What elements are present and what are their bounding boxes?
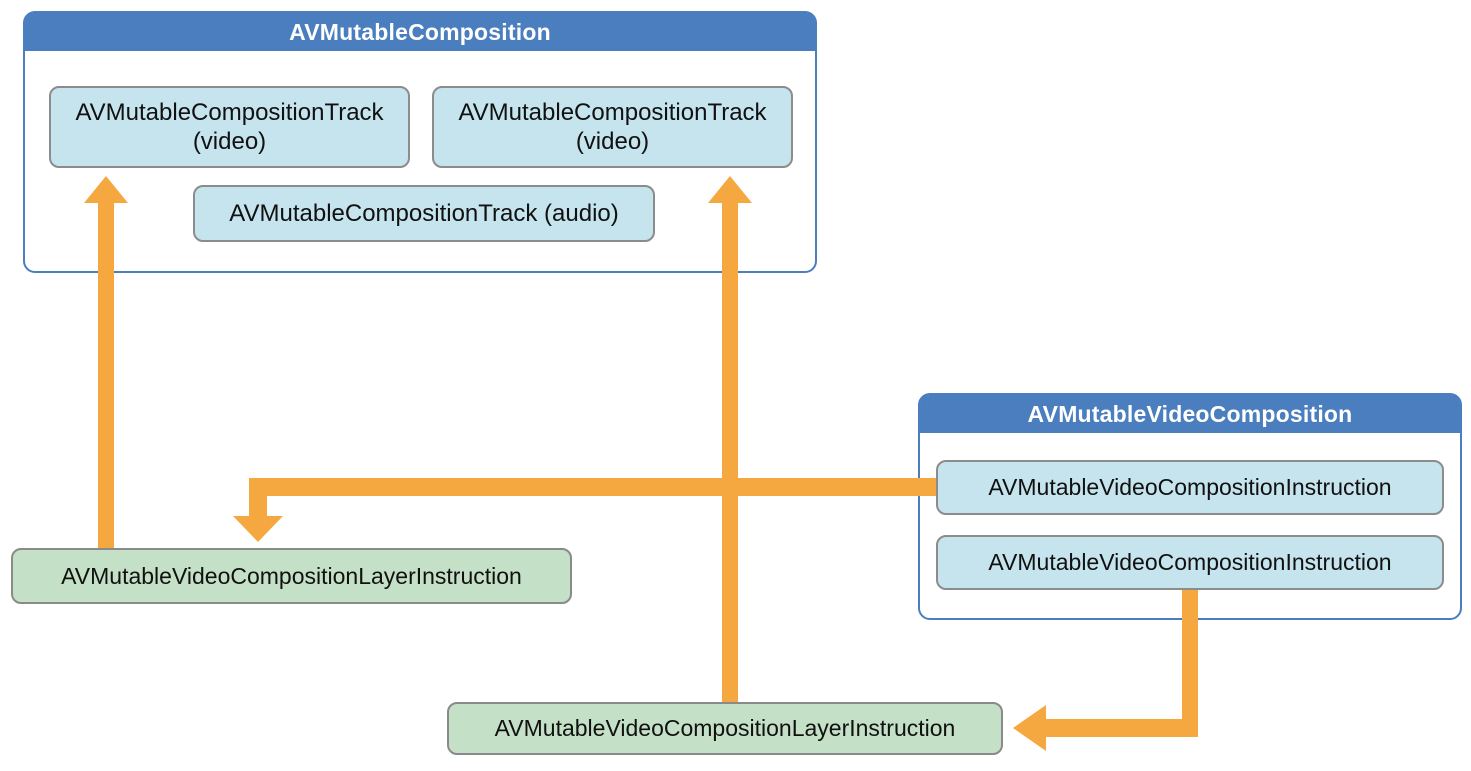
composition-track-video-2: AVMutableCompositionTrack (video)	[432, 86, 793, 168]
video-composition-instruction-2: AVMutableVideoCompositionInstruction	[936, 535, 1444, 590]
video-composition-instruction-1: AVMutableVideoCompositionInstruction	[936, 460, 1444, 515]
layer-instruction-label: AVMutableVideoCompositionLayerInstructio…	[494, 715, 956, 742]
track-sublabel: (video)	[575, 128, 650, 155]
arrow-instruction1-to-layerinstruction-icon	[233, 478, 936, 542]
track-label: AVMutableCompositionTrack (audio)	[229, 199, 619, 227]
track-label: AVMutableCompositionTrack	[458, 98, 767, 126]
avmutablecomposition-title: AVMutableComposition	[289, 18, 551, 45]
layer-instruction-bottom: AVMutableVideoCompositionLayerInstructio…	[447, 702, 1003, 755]
avmutablevideocomposition-container: AVMutableVideoComposition AVMutableVideo…	[918, 393, 1462, 620]
track-label: AVMutableCompositionTrack	[75, 98, 384, 126]
avmutablevideocomposition-title: AVMutableVideoComposition	[1027, 400, 1353, 427]
composition-track-video-1: AVMutableCompositionTrack (video)	[49, 86, 410, 168]
avmutablecomposition-container: AVMutableComposition AVMutableCompositio…	[23, 11, 817, 273]
avmutablevideocomposition-header: AVMutableVideoComposition	[920, 395, 1460, 433]
avmutablecomposition-header: AVMutableComposition	[25, 13, 815, 51]
layer-instruction-label: AVMutableVideoCompositionLayerInstructio…	[61, 562, 522, 589]
instruction-label: AVMutableVideoCompositionInstruction	[988, 474, 1392, 501]
composition-track-audio: AVMutableCompositionTrack (audio)	[193, 185, 655, 242]
layer-instruction-left: AVMutableVideoCompositionLayerInstructio…	[11, 548, 572, 604]
track-sublabel: (video)	[192, 128, 267, 155]
instruction-label: AVMutableVideoCompositionInstruction	[988, 549, 1392, 576]
